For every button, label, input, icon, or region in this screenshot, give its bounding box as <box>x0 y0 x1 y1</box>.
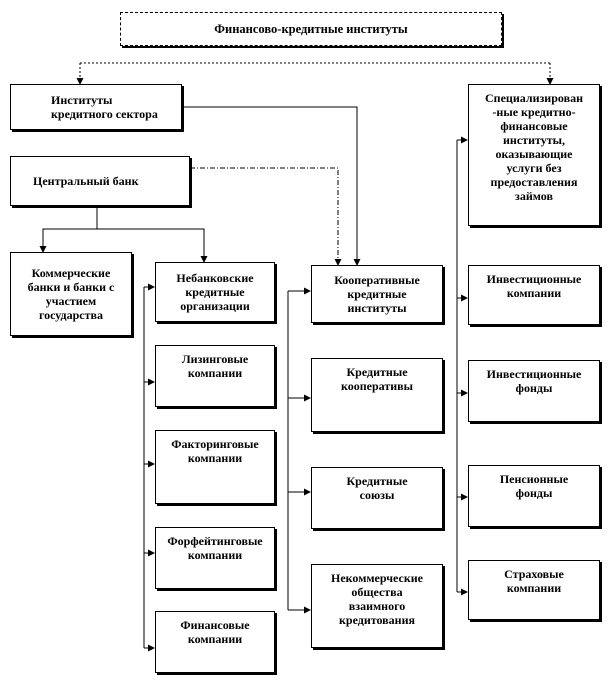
box-investment-companies: Инвестиционные компании <box>468 265 600 325</box>
box-pension-funds: Пенсионные фонды <box>468 465 600 527</box>
box-investment-funds: Инвестиционные фонды <box>468 360 600 422</box>
box-financial-institutions: Финансово-кредитные институты <box>120 12 502 46</box>
box-insurance-companies: Страховые компании <box>468 560 600 620</box>
box-finance-companies: Финансовые компании <box>155 611 275 673</box>
arrow-credit-to-cooperative <box>182 106 361 266</box>
box-credit-unions: Кредитные союзы <box>311 467 443 529</box>
arrow-to-nonbank <box>97 228 208 263</box>
box-credit-sector: Институты кредитного сектора <box>10 84 182 130</box>
box-commercial-banks: Коммерческие банки и банки с участием го… <box>10 252 132 336</box>
box-credit-cooperatives: Кредитные кооперативы <box>311 358 443 432</box>
box-forfaiting: Форфейтинговые компании <box>155 527 275 589</box>
arrow-central-to-cooperative <box>190 167 342 266</box>
box-central-bank: Центральный банк <box>10 156 190 206</box>
box-nonbank-head: Небанковские кредитные организации <box>155 262 275 322</box>
box-mutual-credit: Некоммерческие общества взаимного кредит… <box>311 564 443 648</box>
box-specialized-head: Специализирован -ные кредитно- финансовы… <box>468 84 600 226</box>
box-leasing: Лизинговые компании <box>155 345 275 407</box>
connector-central-down <box>39 205 98 253</box>
box-factoring: Факторинговые компании <box>155 430 275 504</box>
box-cooperative-head: Кооперативные кредитные институты <box>311 265 443 323</box>
